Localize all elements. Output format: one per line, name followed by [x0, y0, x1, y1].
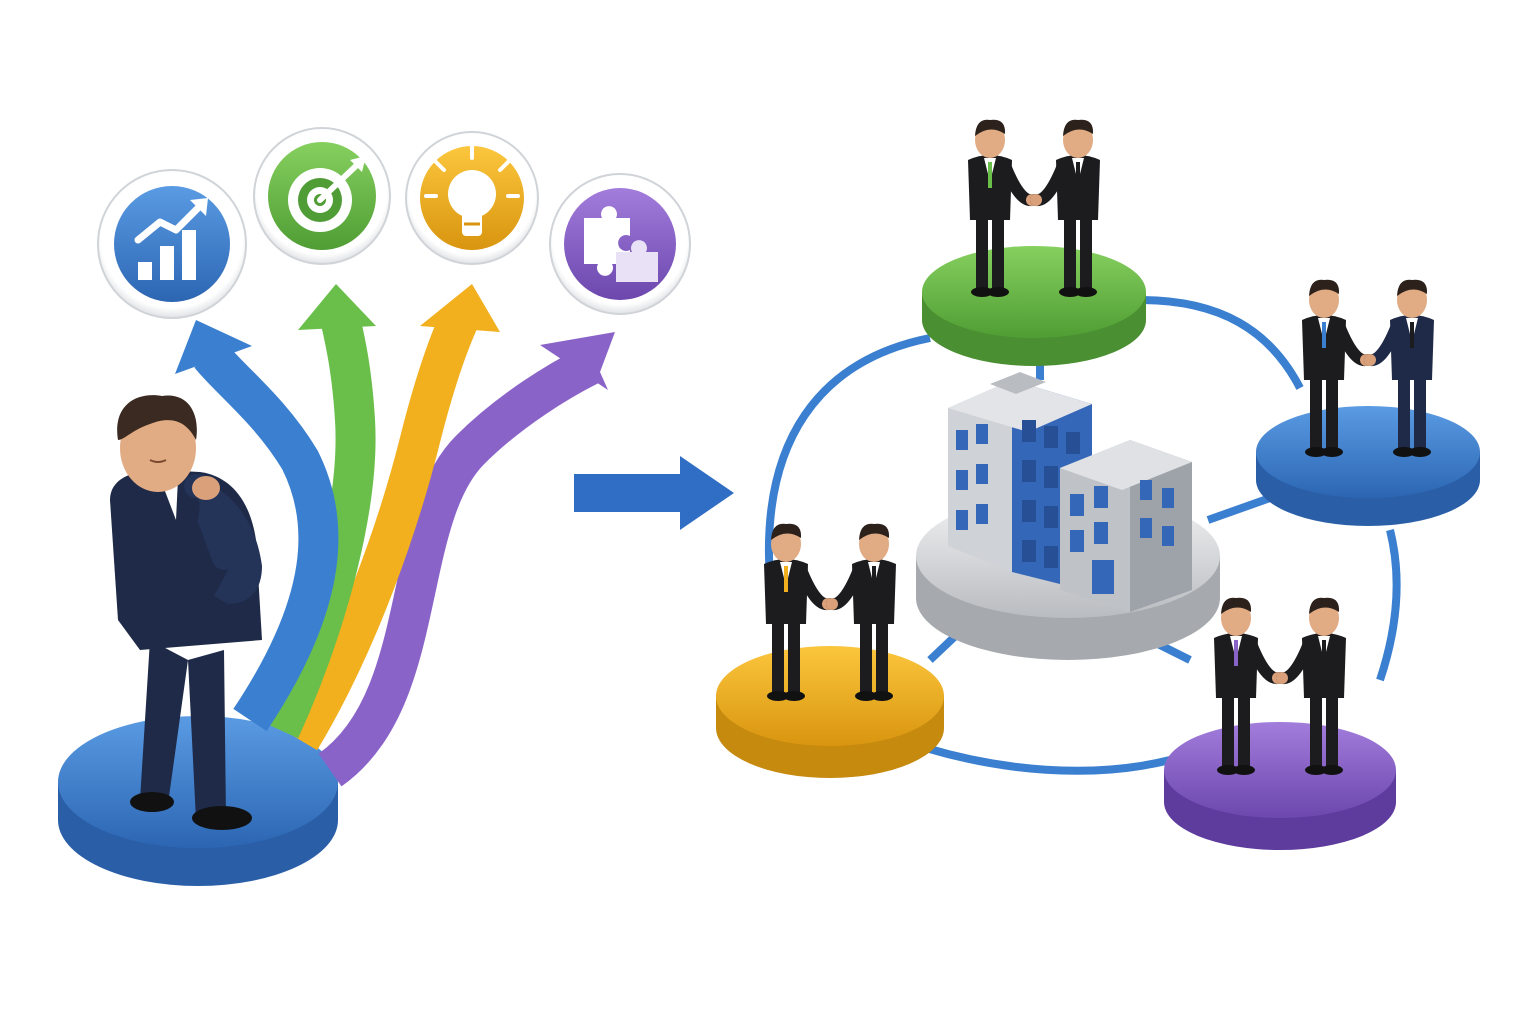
handshake-pair-yellow: [764, 523, 896, 701]
lightbulb-icon: [405, 131, 539, 265]
right-arrow-icon: [574, 456, 734, 530]
businessman-right-green: [1030, 119, 1100, 297]
handshake-pair-purple: [1214, 597, 1346, 775]
businessman-left-blue: [1302, 279, 1372, 457]
handshake-pairs: [764, 119, 1434, 775]
partner-node-yellow: [716, 646, 944, 778]
growth-chart-icon: [97, 169, 247, 319]
arrow-purple: [317, 347, 600, 787]
arrow-purple-head: [540, 332, 615, 390]
network-connectors: [764, 296, 1401, 775]
partner-node-blue: [1256, 406, 1480, 526]
short-building: [1060, 440, 1192, 612]
partner-network: [716, 119, 1480, 850]
businessman-left-green: [968, 119, 1038, 297]
target-icon: [253, 127, 391, 265]
arrow-blue: [194, 342, 339, 732]
businessman-left-yellow: [764, 523, 834, 701]
arrow-green: [261, 313, 376, 739]
option-icons: [97, 127, 691, 319]
arrow-yellow-head: [420, 284, 500, 332]
businessman-right-blue: [1364, 279, 1434, 457]
businessman-right-purple: [1276, 597, 1346, 775]
office-buildings-icon: [916, 372, 1220, 660]
decision-group: [58, 127, 691, 886]
partner-node-purple: [1164, 722, 1396, 850]
handshake-pair-green: [968, 119, 1100, 297]
businessman-right-yellow: [826, 523, 896, 701]
arrow-blue-head: [175, 320, 252, 374]
handshake-pair-blue: [1302, 279, 1434, 457]
puzzle-icon: [549, 173, 691, 315]
arrow-yellow: [282, 309, 479, 751]
partner-node-green: [922, 246, 1146, 366]
arrow-green-head: [298, 284, 376, 330]
businessman-left-purple: [1214, 597, 1284, 775]
option-arrows: [175, 284, 615, 787]
thinking-businessman: [110, 395, 262, 830]
